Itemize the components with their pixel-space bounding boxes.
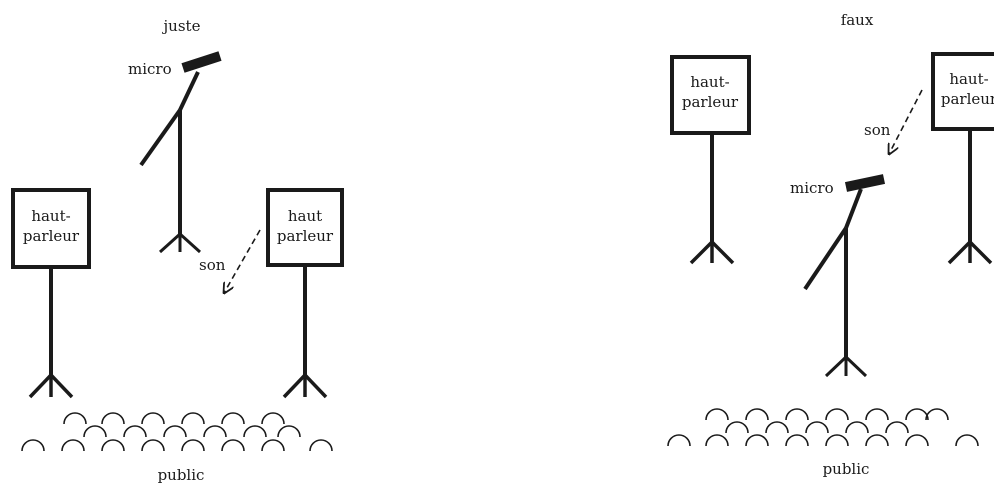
left-speaker-b-line1: haut	[288, 207, 322, 225]
right-sound-label: son	[864, 121, 891, 139]
left-speaker-a-line1: haut-	[31, 207, 70, 225]
right-panel-title: faux	[841, 11, 874, 29]
right-panel: faux haut- parleur haut- parleur son	[668, 11, 994, 478]
right-micro-label: micro	[790, 179, 834, 197]
right-speaker-b-line1: haut-	[949, 70, 988, 88]
left-audience-label: public	[158, 466, 205, 484]
left-microphone	[141, 56, 220, 252]
left-speaker-b: haut parleur	[268, 190, 342, 397]
left-speaker-b-line2: parleur	[277, 227, 334, 245]
left-audience-crowd	[22, 413, 332, 451]
right-audience-crowd	[668, 409, 978, 446]
left-micro-label: micro	[128, 60, 172, 78]
right-audience-label: public	[823, 460, 870, 478]
right-speaker-a: haut- parleur	[672, 57, 749, 263]
left-sound-arrow	[224, 230, 260, 293]
right-speaker-b-line2: parleur	[941, 90, 994, 108]
left-sound-label: son	[199, 256, 226, 274]
left-speaker-a-line2: parleur	[23, 227, 80, 245]
right-microphone	[805, 179, 884, 376]
right-speaker-a-line2: parleur	[682, 93, 739, 111]
left-panel-title: juste	[162, 17, 201, 35]
left-speaker-a: haut- parleur	[13, 190, 89, 397]
right-sound-arrow	[889, 90, 922, 154]
right-speaker-a-line1: haut-	[690, 73, 729, 91]
left-panel: juste micro haut- parleur	[13, 17, 342, 484]
right-speaker-b: haut- parleur	[933, 54, 994, 263]
